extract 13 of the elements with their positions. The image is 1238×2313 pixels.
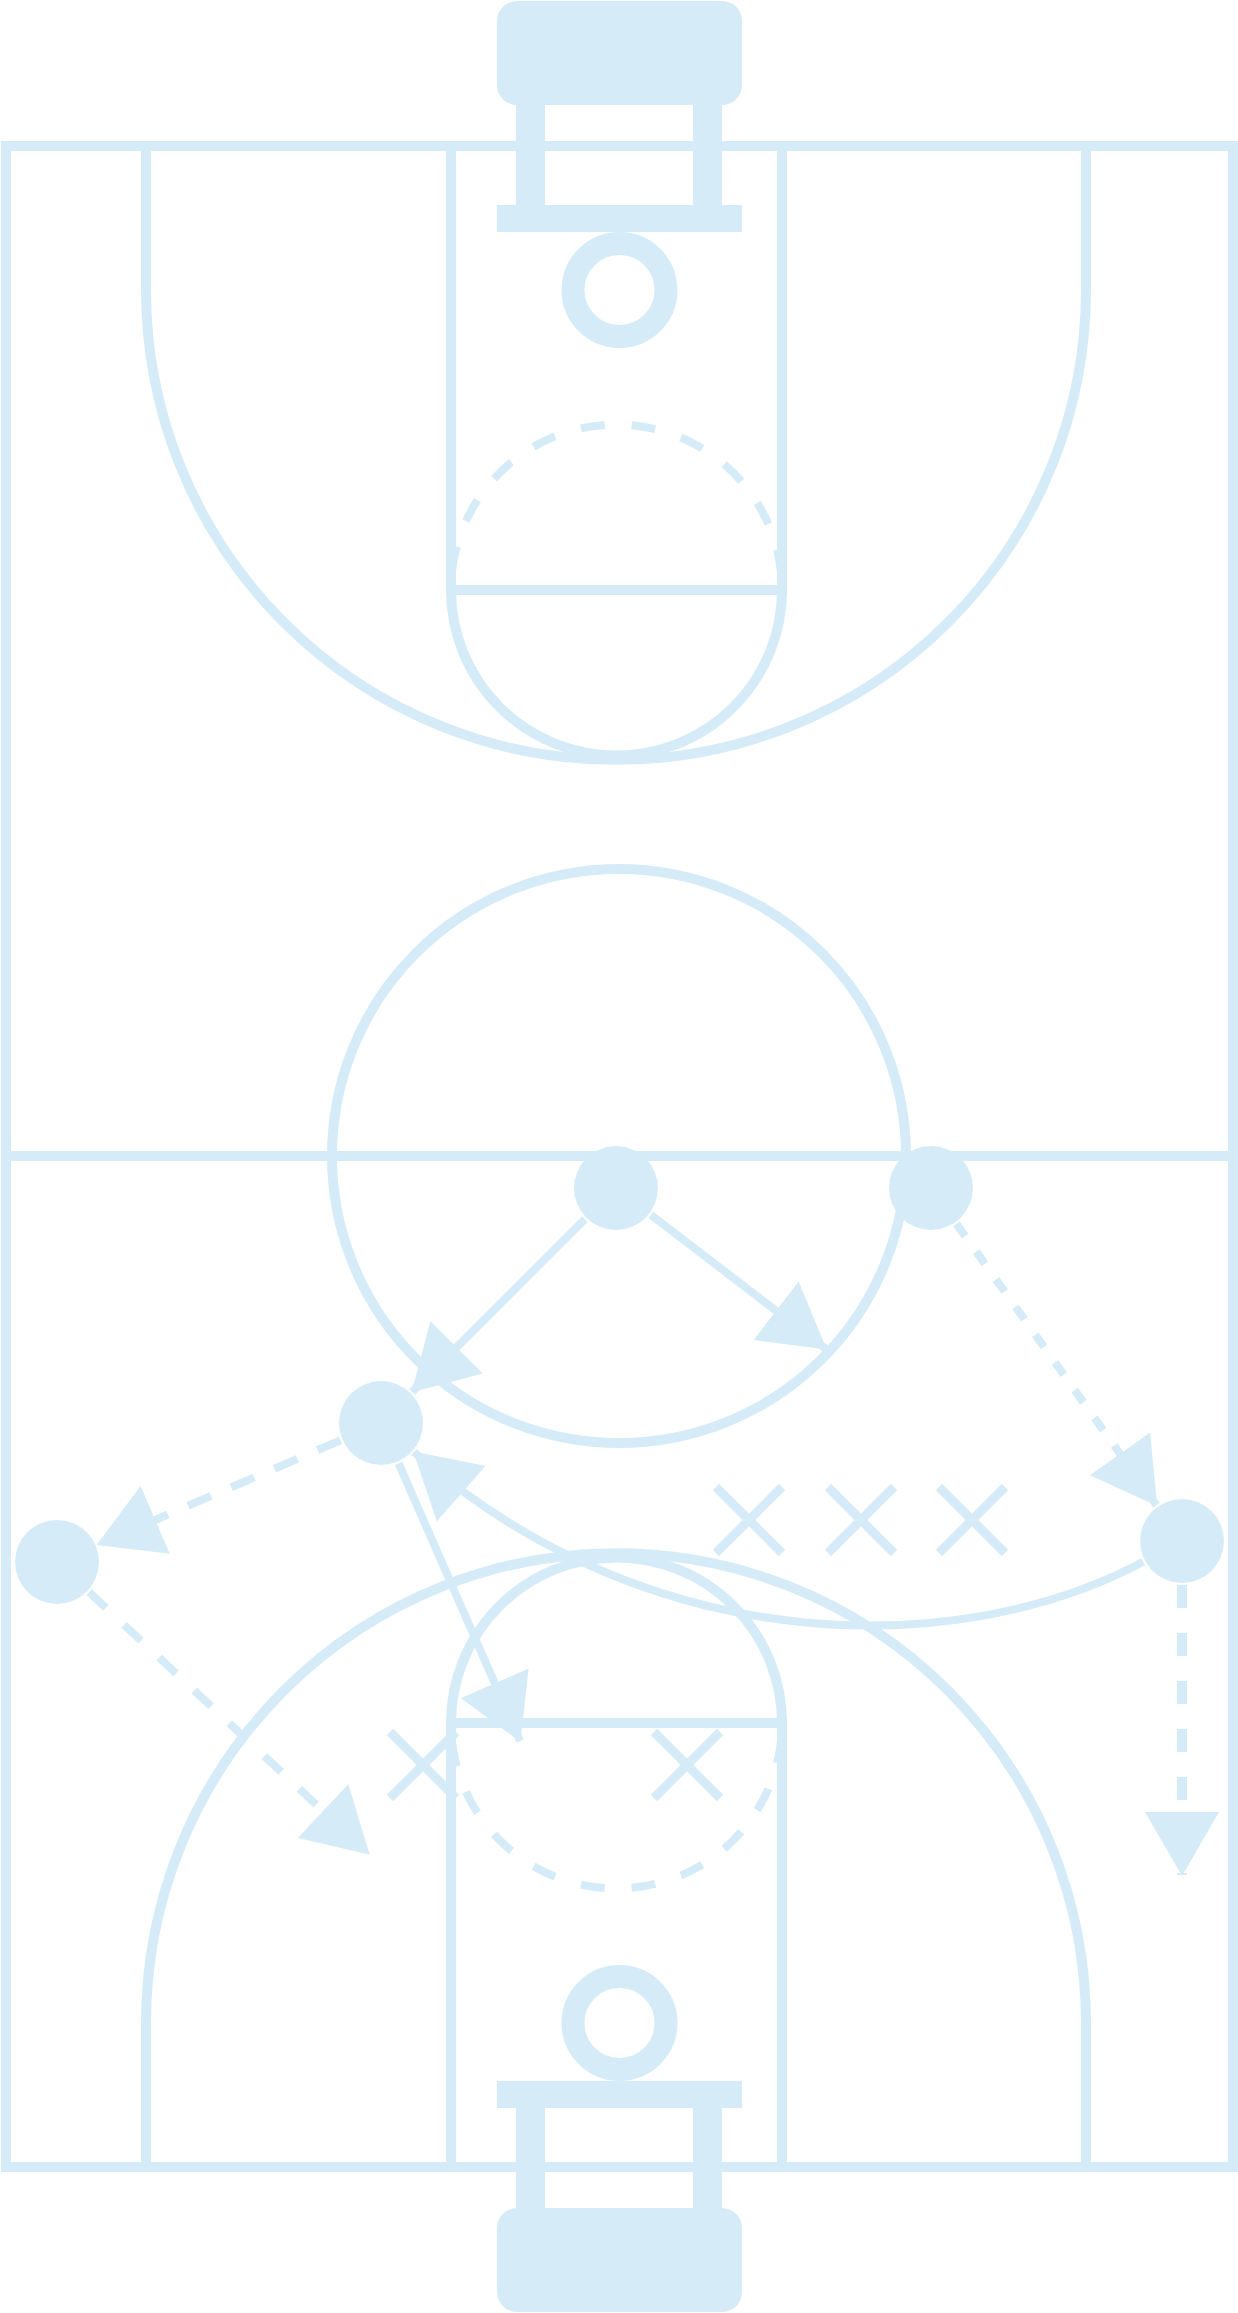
arrow: [648, 1211, 829, 1353]
player-circle: [1140, 1499, 1224, 1583]
arrow: [394, 1461, 529, 1743]
player-circle: [889, 1146, 973, 1230]
dashed-arrow: [1145, 1585, 1219, 1876]
player-circle: [15, 1520, 99, 1604]
player-circle: [339, 1381, 423, 1465]
player-circle: [574, 1146, 658, 1230]
dashed-arrow: [86, 1589, 372, 1857]
arrow: [409, 1216, 588, 1395]
dashed-arrow: [953, 1221, 1160, 1508]
dashed-arrow: [95, 1436, 343, 1554]
curved-arrow: [411, 1448, 1145, 1630]
